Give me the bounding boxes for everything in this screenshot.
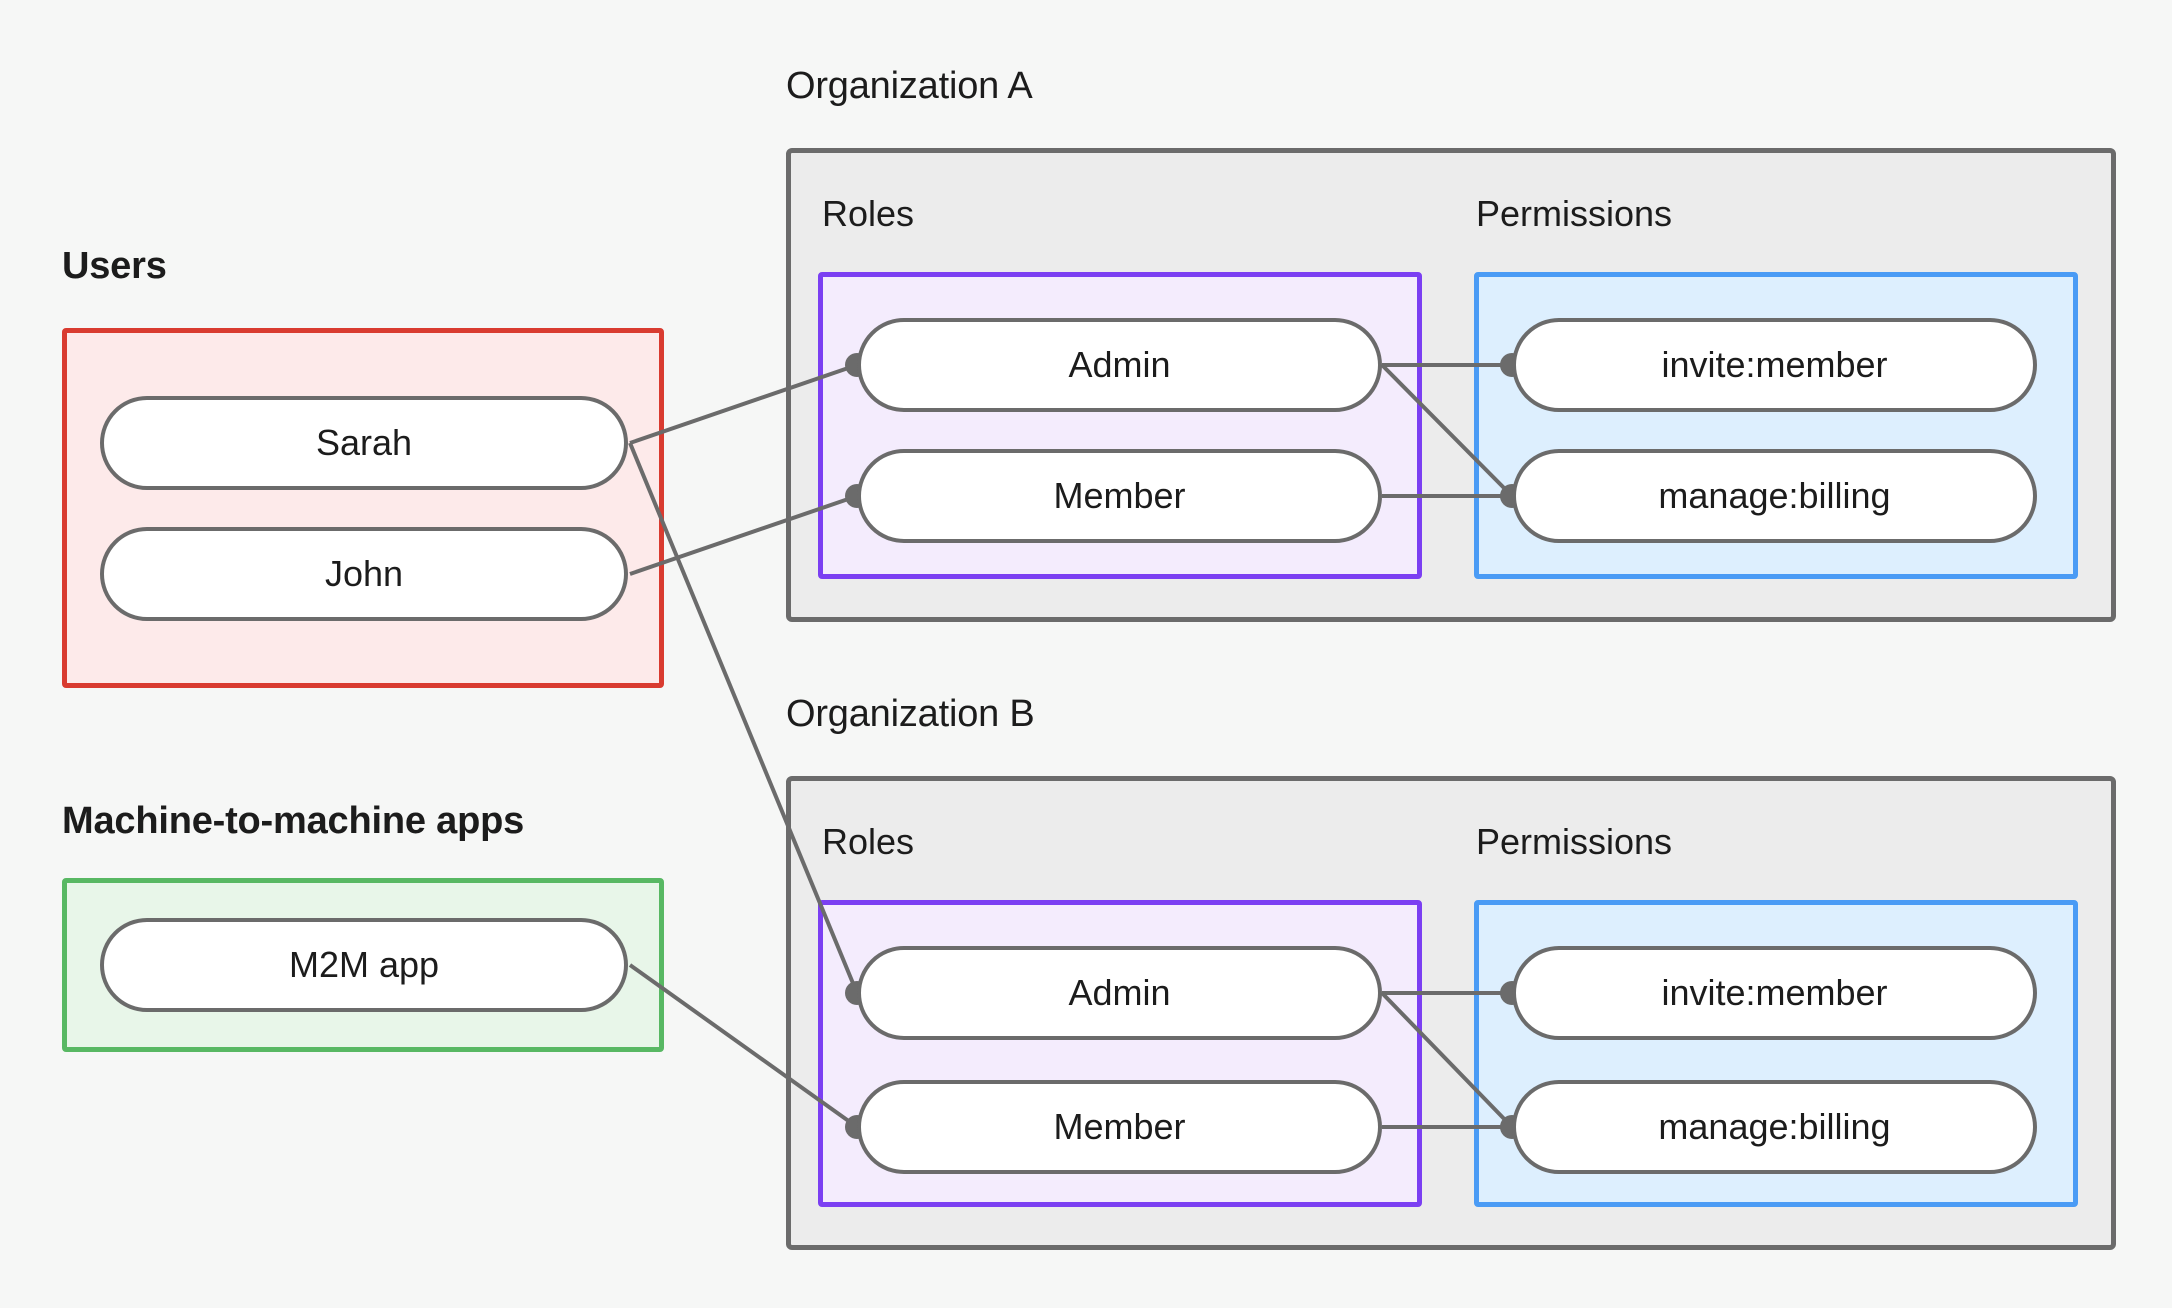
org-a-permission-invite-member[interactable]: invite:member — [1512, 318, 2037, 412]
org-b-roles-title: Roles — [822, 821, 915, 862]
m2m-node-app-label: M2M app — [288, 944, 440, 985]
user-node-sarah[interactable]: Sarah — [100, 396, 628, 490]
org-b-permission-manage-billing[interactable]: manage:billing — [1512, 1080, 2037, 1174]
org-a-permission-manage-billing-label: manage:billing — [1658, 475, 1891, 516]
org-b-permission-manage-billing-label: manage:billing — [1658, 1106, 1891, 1147]
org-b-role-member[interactable]: Member — [857, 1080, 1382, 1174]
user-node-john-label: John — [324, 553, 404, 594]
org-a-role-admin-label: Admin — [1068, 344, 1171, 385]
users-container — [62, 328, 664, 688]
org-a-permission-manage-billing[interactable]: manage:billing — [1512, 449, 2037, 543]
org-a-permission-invite-member-label: invite:member — [1661, 344, 1888, 385]
org-b-role-member-label: Member — [1053, 1106, 1186, 1147]
m2m-node-app[interactable]: M2M app — [100, 918, 628, 1012]
org-a-role-member-label: Member — [1053, 475, 1186, 516]
org-a-permissions-title: Permissions — [1476, 193, 1673, 234]
org-b-permission-invite-member-label: invite:member — [1661, 972, 1888, 1013]
org-a-role-admin[interactable]: Admin — [857, 318, 1382, 412]
users-section-title: Users — [62, 245, 167, 287]
user-node-sarah-label: Sarah — [315, 422, 413, 463]
org-b-title: Organization B — [786, 693, 1035, 735]
org-b-role-admin-label: Admin — [1068, 972, 1171, 1013]
org-b-permissions-title: Permissions — [1476, 821, 1673, 862]
org-a-roles-title: Roles — [822, 193, 915, 234]
m2m-section-title: Machine-to-machine apps — [62, 800, 525, 842]
org-a-role-member[interactable]: Member — [857, 449, 1382, 543]
org-b-permission-invite-member[interactable]: invite:member — [1512, 946, 2037, 1040]
org-b-role-admin[interactable]: Admin — [857, 946, 1382, 1040]
org-a-title: Organization A — [786, 65, 1033, 107]
user-node-john[interactable]: John — [100, 527, 628, 621]
